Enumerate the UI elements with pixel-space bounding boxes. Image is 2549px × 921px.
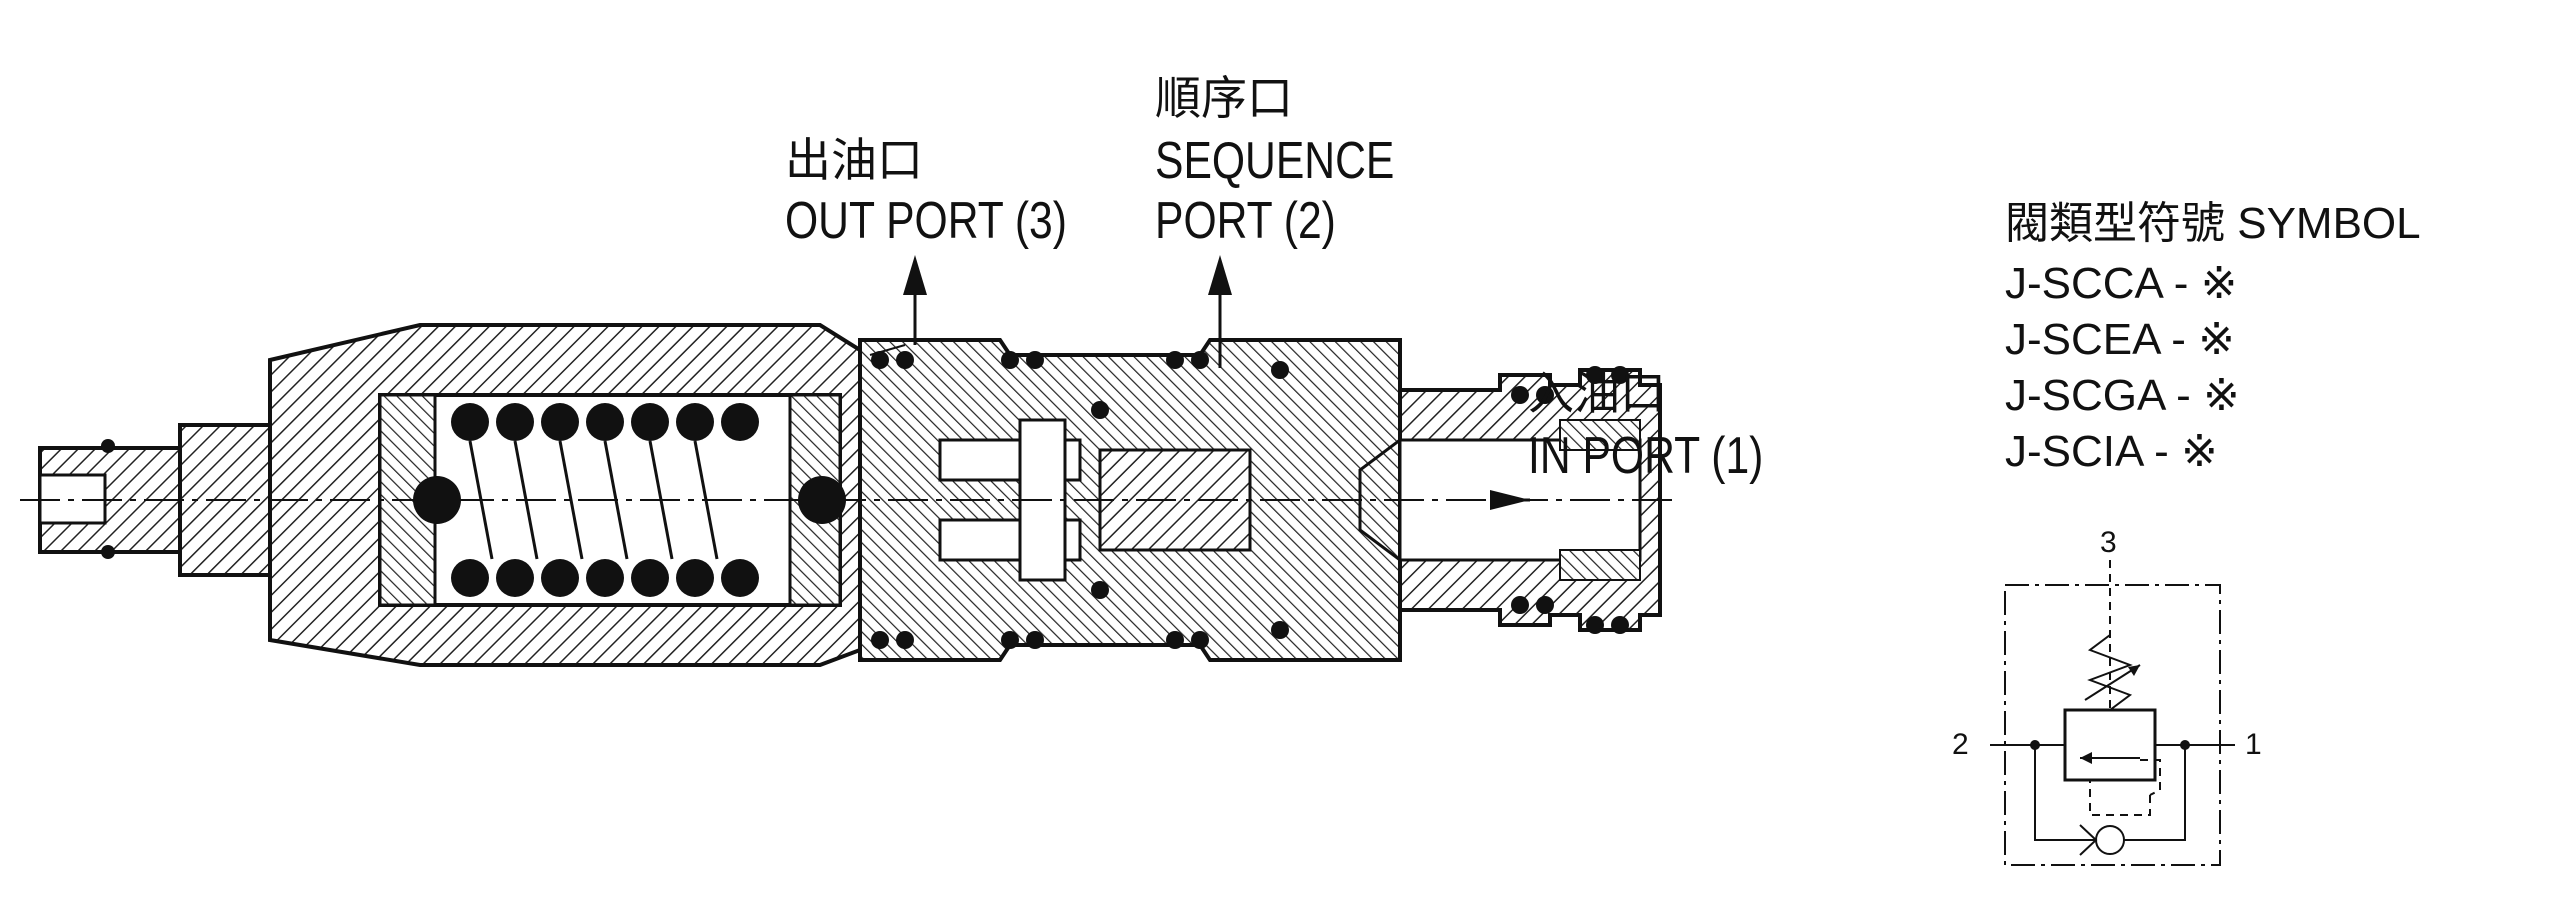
inlet-fitting xyxy=(1358,366,1662,634)
arrow-left-icon xyxy=(1490,490,1530,510)
out-port-en-label: OUT PORT (3) xyxy=(785,192,1067,250)
symbol-title: 閥類型符號 SYMBOL xyxy=(2005,199,2421,248)
valve-housing xyxy=(268,323,862,667)
symbol-port-1: 1 xyxy=(2245,728,2262,761)
sequence-port-en-label-2: PORT (2) xyxy=(1155,192,1336,250)
model-code: J-SCGA - ※ xyxy=(2005,371,2240,420)
sequence-port-en-label-1: SEQUENCE xyxy=(1155,132,1395,190)
model-code: J-SCEA - ※ xyxy=(2005,315,2236,364)
symbol-port-3: 3 xyxy=(2100,526,2117,559)
sequence-port-cn-label: 順序口 xyxy=(1155,71,1293,125)
hydraulic-symbol xyxy=(1990,560,2235,866)
out-port-cn-label: 出油口 xyxy=(785,133,923,187)
model-code: J-SCCA - ※ xyxy=(2005,259,2238,308)
spring-icon xyxy=(2087,634,2133,711)
model-code: J-SCIA - ※ xyxy=(2005,427,2218,476)
arrow-up-icon xyxy=(1208,255,1232,368)
spring-icon xyxy=(413,403,846,597)
in-port-en-label: IN PORT (1) xyxy=(1528,427,1764,485)
arrow-up-icon xyxy=(869,255,927,356)
in-port-cn-label: 入油口 xyxy=(1528,366,1666,420)
check-valve-icon xyxy=(2079,824,2125,856)
symbol-port-2: 2 xyxy=(1952,728,1969,761)
